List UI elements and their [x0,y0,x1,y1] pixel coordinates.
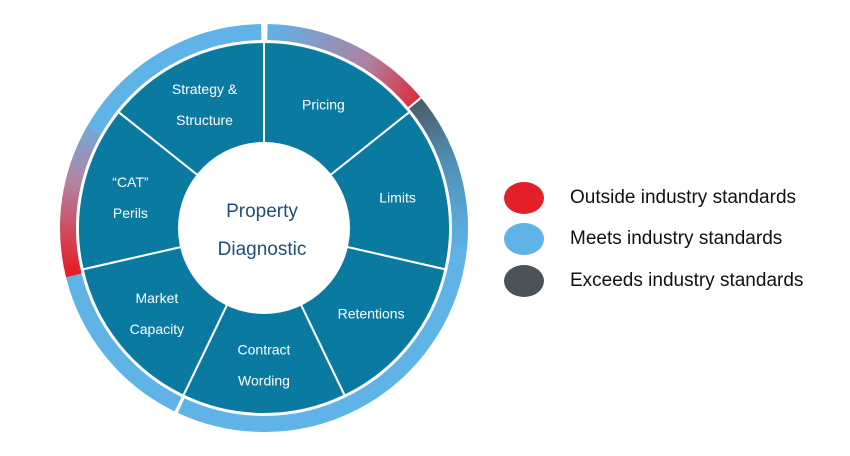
segment-label-cat-perils-line2: Perils [113,205,148,221]
legend-item-outside: Outside industry standards [504,177,803,219]
segment-label-contract-wording-line2: Wording [238,373,290,389]
ring-arc-cat-perils [60,126,102,278]
standards-ring [60,24,468,432]
legend: Outside industry standards Meets industr… [504,177,803,302]
segment-label-retentions-line1: Retentions [338,305,405,321]
ring-arc-retentions-wording [177,260,465,432]
legend-label-exceeds: Exceeds industry standards [570,269,804,291]
center-title-line2: Diagnostic [218,239,307,260]
segment-label-strategy-structure-line2: Structure [176,112,233,128]
ring-arc-pricing [267,24,421,108]
segment-label-contract-wording-line1: Contract [238,342,291,358]
legend-label-outside: Outside industry standards [570,186,797,208]
legend-label-meets: Meets industry standards [570,228,783,250]
ring-arc-limits [409,98,468,264]
legend-dot-exceeds [504,264,544,297]
center-title-line1: Property [226,201,298,222]
ring-arc-capacity [66,273,182,412]
legend-dot-outside [504,181,544,214]
legend-item-exceeds: Exceeds industry standards [504,260,803,302]
segment-label-market-capacity-line2: Capacity [130,321,184,337]
segment-label-strategy-structure-line1: Strategy & [172,81,238,97]
segment-label-market-capacity-line1: Market [135,290,178,306]
center-circle [178,142,350,314]
legend-dot-meets [504,223,544,256]
ring-arc-strategy [87,24,262,135]
legend-item-meets: Meets industry standards [504,219,803,261]
segment-label-cat-perils-line1: “CAT” [112,174,149,190]
segment-label-limits-line1: Limits [379,190,416,206]
segment-label-pricing-line1: Pricing [302,97,345,113]
